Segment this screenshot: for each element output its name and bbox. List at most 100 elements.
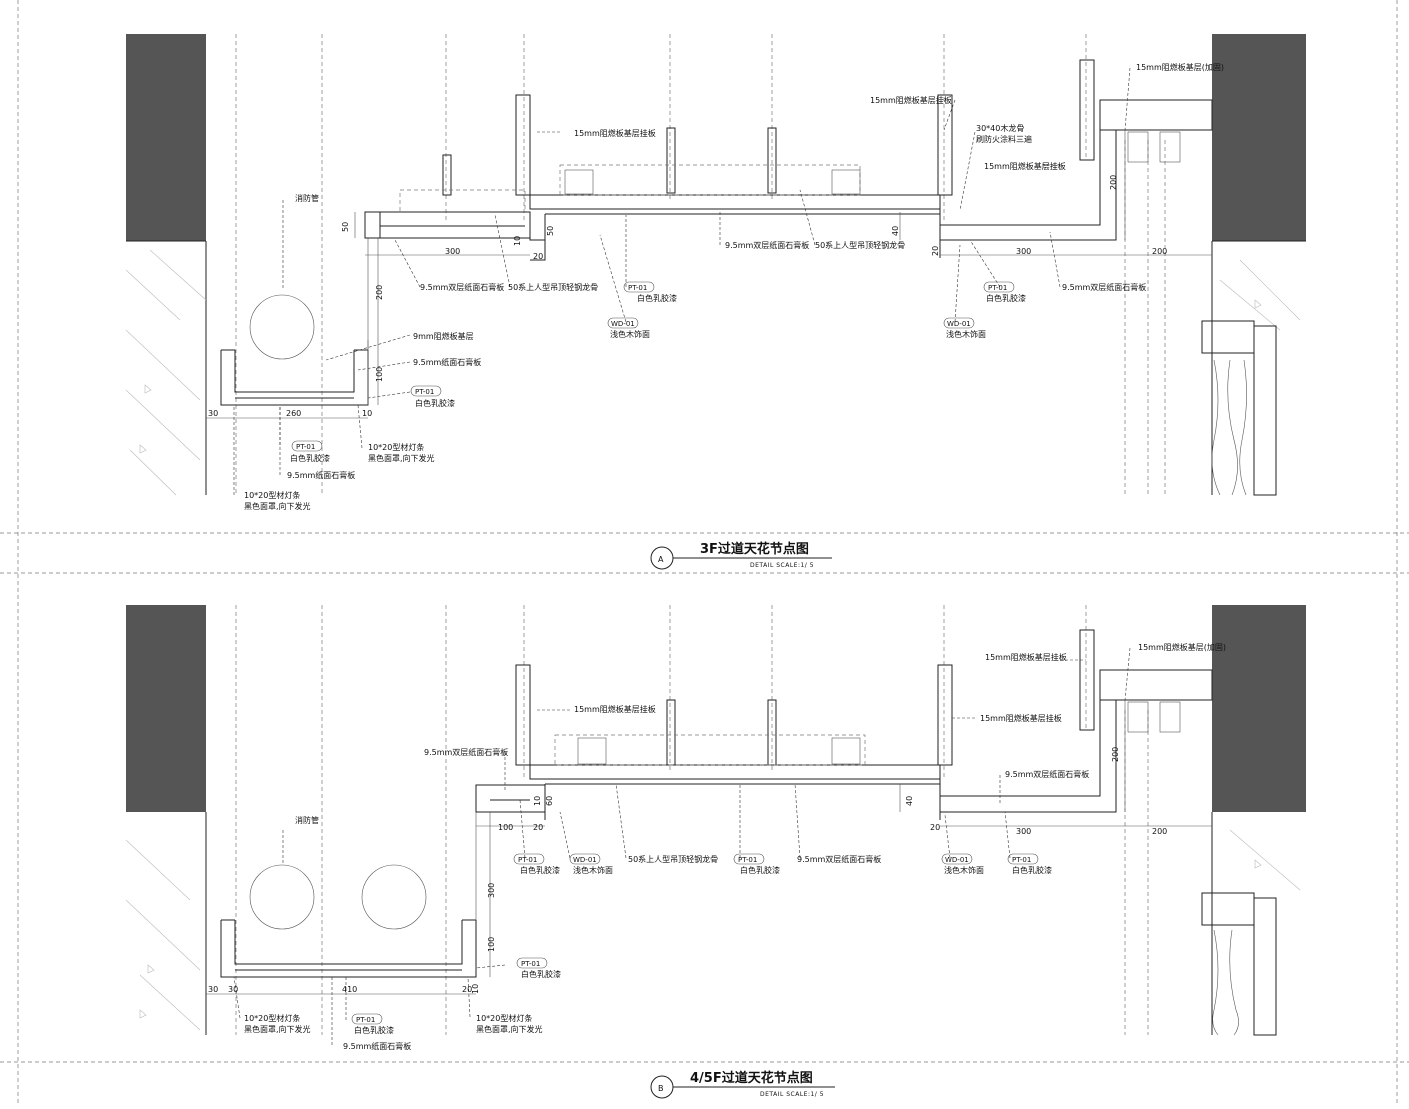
dim-a-40: 40 xyxy=(891,226,900,236)
dim-b-20b: 20 xyxy=(462,985,472,994)
svg-text:白色乳胶漆: 白色乳胶漆 xyxy=(354,1025,394,1035)
right-wall-hatch xyxy=(1219,259,1301,331)
dim-a-260: 260 xyxy=(286,409,301,418)
label-gypsum-double-left: 9.5mm双层纸面石膏板 xyxy=(420,282,504,292)
detail-a: 消防管 15mm阻燃板基层挂板 15mm阻燃板基层(加固) 15mm阻燃板基层挂… xyxy=(125,34,1306,570)
label-board-hang-lower: 15mm阻燃板基层挂板 xyxy=(984,161,1066,171)
door-frame-head xyxy=(1201,320,1255,354)
svg-text:PT-01: PT-01 xyxy=(296,443,315,451)
tag-pt-a4: PT-01 白色乳胶漆 xyxy=(290,440,330,463)
label-keel-center-b: 50系上人型吊顶轻钢龙骨 xyxy=(628,854,718,864)
dim-b-300r: 300 xyxy=(1016,827,1031,836)
tag-wd-a1: WD-01 浅色木饰面 xyxy=(607,317,650,339)
tag-wd-a2: WD-01 浅色木饰面 xyxy=(943,317,986,339)
svg-text:WD-01: WD-01 xyxy=(947,320,971,328)
svg-text:浅色木饰面: 浅色木饰面 xyxy=(944,865,984,875)
left-wall-block xyxy=(126,34,206,241)
leader-lines-a xyxy=(233,67,1131,495)
label-board-reinforced-b: 15mm阻燃板基层(加固) xyxy=(1138,642,1226,652)
ceiling-center xyxy=(530,208,941,258)
label-board-hang-b: 15mm阻燃板基层挂板 xyxy=(574,704,656,714)
dim-a-200: 200 xyxy=(375,285,384,300)
dim-a-50: 50 xyxy=(341,222,350,232)
dim-b-10: 10 xyxy=(533,796,542,806)
svg-text:白色乳胶漆: 白色乳胶漆 xyxy=(1012,865,1052,875)
dim-b-30b: 30 xyxy=(228,985,238,994)
dim-b-40: 40 xyxy=(905,796,914,806)
label-light-strip-l2-b: 黑色面罩,向下发光 xyxy=(244,1024,311,1034)
label-board-reinforced: 15mm阻燃板基层(加固) xyxy=(1136,62,1224,72)
label-keel-left: 50系上人型吊顶轻钢龙骨 xyxy=(508,282,598,292)
dim-a-20: 20 xyxy=(533,252,543,261)
ceiling-left-step-b xyxy=(475,778,941,820)
svg-text:白色乳胶漆: 白色乳胶漆 xyxy=(740,865,780,875)
ceiling-right-step-b xyxy=(940,669,1213,813)
detail-a-title-block: A 3F过道天花节点图 DETAIL SCALE:1/ 5 xyxy=(650,541,832,570)
svg-text:浅色木饰面: 浅色木饰面 xyxy=(946,329,986,339)
label-gypsum-double-right-b: 9.5mm双层纸面石膏板 xyxy=(1005,769,1089,779)
svg-text:白色乳胶漆: 白色乳胶漆 xyxy=(521,969,561,979)
svg-text:WD-01: WD-01 xyxy=(573,856,597,864)
svg-text:PT-01: PT-01 xyxy=(415,388,434,396)
svg-text:WD-01: WD-01 xyxy=(945,856,969,864)
ceiling-left-step xyxy=(364,211,546,261)
dim-b-10b: 10 xyxy=(471,984,480,994)
dimension-lines-b xyxy=(206,700,1212,995)
tag-pt-b3: PT-01 白色乳胶漆 xyxy=(1007,853,1052,875)
dim-a-20r: 20 xyxy=(931,246,940,256)
left-wall-block-b xyxy=(126,605,206,812)
label-board-hang: 15mm阻燃板基层挂板 xyxy=(574,128,656,138)
fire-pipe-circle-b2 xyxy=(361,864,427,930)
label-gypsum-double-center: 9.5mm双层纸面石膏板 xyxy=(725,240,809,250)
dim-a-100: 100 xyxy=(375,367,384,382)
label-gypsum-double-right: 9.5mm双层纸面石膏板 xyxy=(1062,282,1146,292)
dim-b-200rv: 200 xyxy=(1111,747,1120,762)
label-board-hang-right-b: 15mm阻燃板基层挂板 xyxy=(980,713,1062,723)
detail-b-title-block: B 4/5F过道天花节点图 DETAIL SCALE:1/ 5 xyxy=(650,1070,835,1099)
door-frame-jamb-b xyxy=(1253,897,1277,1036)
hanger-fittings xyxy=(442,59,1095,196)
dim-a-10: 10 xyxy=(513,236,522,246)
label-light-strip-r1: 10*20型材灯条 xyxy=(368,442,424,452)
label-gypsum-single-2: 9.5mm纸面石膏板 xyxy=(287,470,355,480)
label-gypsum-double-top-left-b: 9.5mm双层纸面石膏板 xyxy=(424,747,508,757)
label-light-strip-r2-b: 黑色面罩,向下发光 xyxy=(476,1024,543,1034)
svg-text:PT-01: PT-01 xyxy=(521,960,540,968)
svg-text:PT-01: PT-01 xyxy=(738,856,757,864)
svg-text:PT-01: PT-01 xyxy=(628,284,647,292)
right-wall-block-b xyxy=(1212,605,1306,812)
label-board-hang-right: 15mm阻燃板基层挂板 xyxy=(870,95,952,105)
label-board-hang-right-top-b: 15mm阻燃板基层挂板 xyxy=(985,652,1067,662)
svg-text:PT-01: PT-01 xyxy=(988,284,1007,292)
dim-b-20: 20 xyxy=(533,823,543,832)
ceiling-right-step xyxy=(940,99,1213,241)
label-keel-center: 50系上人型吊顶轻钢龙骨 xyxy=(815,240,905,250)
label-fireproof-paint: 刷防火涂料三遍 xyxy=(976,134,1032,144)
hanger-rods xyxy=(235,34,1166,495)
svg-text:白色乳胶漆: 白色乳胶漆 xyxy=(986,293,1026,303)
dim-b-200r: 200 xyxy=(1152,827,1167,836)
light-trough-b xyxy=(220,812,477,978)
tag-pt-b1: PT-01 白色乳胶漆 xyxy=(513,853,560,875)
keel-main xyxy=(399,164,941,213)
dim-a-10b: 10 xyxy=(362,409,372,418)
detail-b-title: 4/5F过道天花节点图 xyxy=(690,1070,813,1086)
detail-a-marker: A xyxy=(658,555,664,564)
detail-b-subtitle: DETAIL SCALE:1/ 5 xyxy=(760,1091,824,1098)
label-fire-pipe: 消防管 xyxy=(295,193,319,203)
label-gypsum-double-center-b: 9.5mm双层纸面石膏板 xyxy=(797,854,881,864)
svg-text:浅色木饰面: 浅色木饰面 xyxy=(573,865,613,875)
left-wall-hatch xyxy=(125,249,207,496)
keel-main-b xyxy=(529,734,941,780)
tag-pt-b2: PT-01 白色乳胶漆 xyxy=(733,853,780,875)
dim-b-100: 100 xyxy=(498,823,513,832)
dim-a-50b: 50 xyxy=(546,226,555,236)
label-light-strip-l1: 10*20型材灯条 xyxy=(244,490,300,500)
detail-b-marker: B xyxy=(658,1084,664,1093)
tag-pt-b4: PT-01 白色乳胶漆 xyxy=(516,957,561,979)
label-wood-keel: 30*40木龙骨 xyxy=(976,123,1024,133)
dim-a-200rv: 200 xyxy=(1109,175,1118,190)
label-board-base-9: 9mm阻燃板基层 xyxy=(413,331,474,341)
door-frame-head-b xyxy=(1201,892,1255,926)
